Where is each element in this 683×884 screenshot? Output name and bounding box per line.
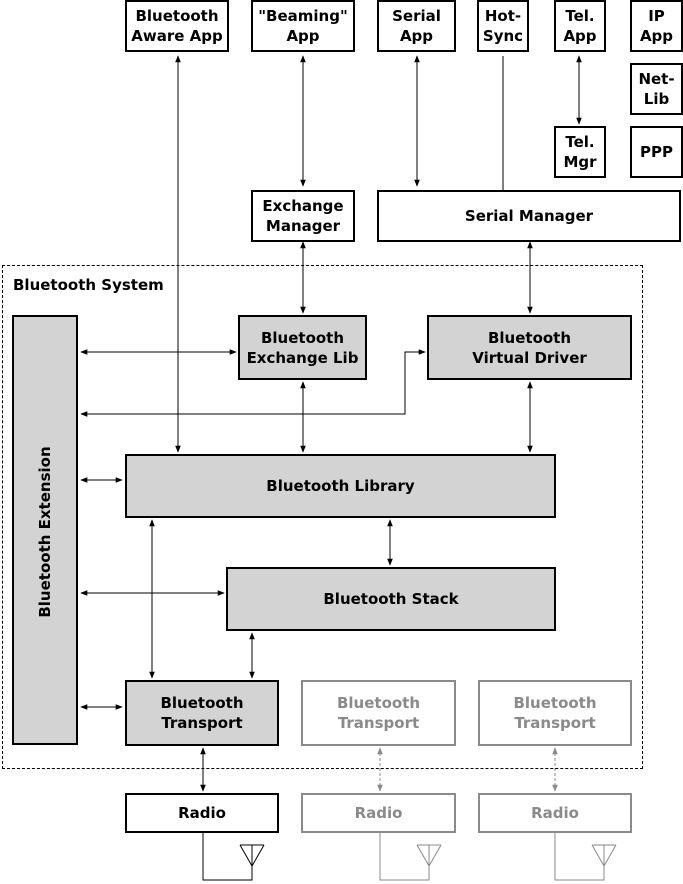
tel-app-box: Tel. App bbox=[554, 0, 606, 52]
bluetooth-extension-box bbox=[12, 315, 78, 745]
radio-box: Radio bbox=[125, 793, 279, 833]
bluetooth-aware-app-box: Bluetooth Aware App bbox=[125, 0, 229, 52]
beaming-app-box: "Beaming" App bbox=[251, 0, 355, 52]
bluetooth-transport-box: Bluetooth Transport bbox=[125, 680, 279, 746]
antenna-wire bbox=[202, 833, 253, 881]
antenna-icon bbox=[239, 844, 265, 868]
radio-alt1-box: Radio bbox=[301, 793, 456, 833]
bluetooth-system-label: Bluetooth System bbox=[13, 276, 164, 294]
antenna-icon-alt1 bbox=[416, 844, 442, 868]
bluetooth-extension-label: Bluetooth Extension bbox=[36, 446, 54, 618]
serial-app-box: Serial App bbox=[377, 0, 456, 52]
bluetooth-stack-box: Bluetooth Stack bbox=[226, 567, 556, 631]
bluetooth-transport-alt2-box: Bluetooth Transport bbox=[478, 680, 632, 746]
hotsync-box: Hot- Sync bbox=[477, 0, 529, 52]
arrow-ext-to-vdriver bbox=[80, 349, 426, 417]
tel-mgr-box: Tel. Mgr bbox=[554, 126, 606, 178]
antenna-wire-alt2 bbox=[554, 833, 605, 881]
antenna-icon-alt2 bbox=[591, 844, 617, 868]
ppp-box: PPP bbox=[630, 126, 683, 178]
serial-manager-box: Serial Manager bbox=[377, 190, 681, 242]
bluetooth-virtual-driver-box: Bluetooth Virtual Driver bbox=[427, 315, 632, 380]
radio-alt2-box: Radio bbox=[478, 793, 632, 833]
bluetooth-exchange-lib-box: Bluetooth Exchange Lib bbox=[238, 315, 367, 380]
ip-app-box: IP App bbox=[630, 0, 683, 52]
bluetooth-transport-alt1-box: Bluetooth Transport bbox=[301, 680, 456, 746]
bluetooth-library-box: Bluetooth Library bbox=[125, 454, 556, 518]
antenna-wire-alt1 bbox=[379, 833, 430, 881]
netlib-box: Net- Lib bbox=[630, 63, 683, 115]
bluetooth-system-frame bbox=[2, 265, 643, 769]
exchange-manager-box: Exchange Manager bbox=[251, 190, 355, 242]
